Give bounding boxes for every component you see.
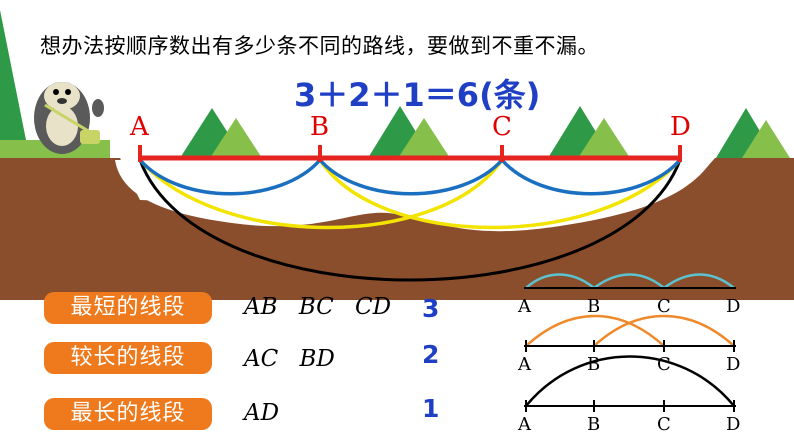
diagram2-label-b: B: [587, 354, 601, 375]
diagram2-label-a: A: [518, 354, 531, 375]
count-shortest: 3: [422, 294, 440, 323]
route-bc: [318, 158, 504, 196]
route-bd: [318, 158, 682, 230]
pill-shortest: 最短的线段: [44, 292, 212, 324]
formula-text: 3＋2＋1＝6(条): [294, 76, 541, 114]
point-label-d: D: [670, 112, 691, 142]
diagram1-label-a: A: [518, 296, 531, 317]
count-longest: 1: [422, 394, 440, 423]
diagram3-label-c: C: [657, 414, 671, 435]
diagram1-label-b: B: [587, 296, 601, 317]
route-cd: [500, 158, 682, 196]
mole-character: [34, 82, 104, 154]
pill-longest: 最长的线段: [44, 398, 212, 430]
diagram1-label-c: C: [657, 296, 671, 317]
diagram2-arc-bd: [593, 314, 735, 347]
point-label-b: B: [310, 112, 330, 142]
route-ad: [138, 159, 682, 282]
diagram3-arc-ad: [525, 355, 735, 407]
ground: [0, 158, 794, 300]
diagram2-arc-ac: [525, 314, 665, 347]
point-label-a: A: [130, 112, 149, 142]
segments-longest: AD: [244, 400, 280, 426]
mountain-8: [742, 120, 790, 158]
segments-longer: AC BD: [244, 346, 335, 372]
mountain-6: [578, 118, 630, 158]
segments-shortest: AB BC CD: [244, 294, 392, 320]
diagram2-label-c: C: [657, 354, 671, 375]
diagram1-label-d: D: [726, 296, 741, 317]
tunnel: [115, 160, 712, 232]
point-label-c: C: [492, 112, 512, 142]
diagram3-label-d: D: [726, 414, 741, 435]
mountain-4: [398, 118, 450, 158]
diagram3-label-b: B: [587, 414, 601, 435]
diagram1-arc-cd: [663, 273, 735, 290]
route-ab: [138, 158, 322, 196]
diagram1-arc-ab: [525, 273, 595, 289]
diagram2-label-d: D: [726, 354, 741, 375]
count-longer: 2: [422, 340, 440, 369]
diagram1-arc-bc: [593, 273, 665, 290]
route-ac: [138, 158, 504, 230]
diagram3-label-a: A: [518, 414, 531, 435]
question-text: 想办法按顺序数出有多少条不同的路线，要做到不重不漏。: [40, 34, 599, 58]
left-mountain: [0, 10, 30, 160]
pill-longer: 较长的线段: [44, 342, 212, 374]
mountain-2: [210, 118, 262, 158]
